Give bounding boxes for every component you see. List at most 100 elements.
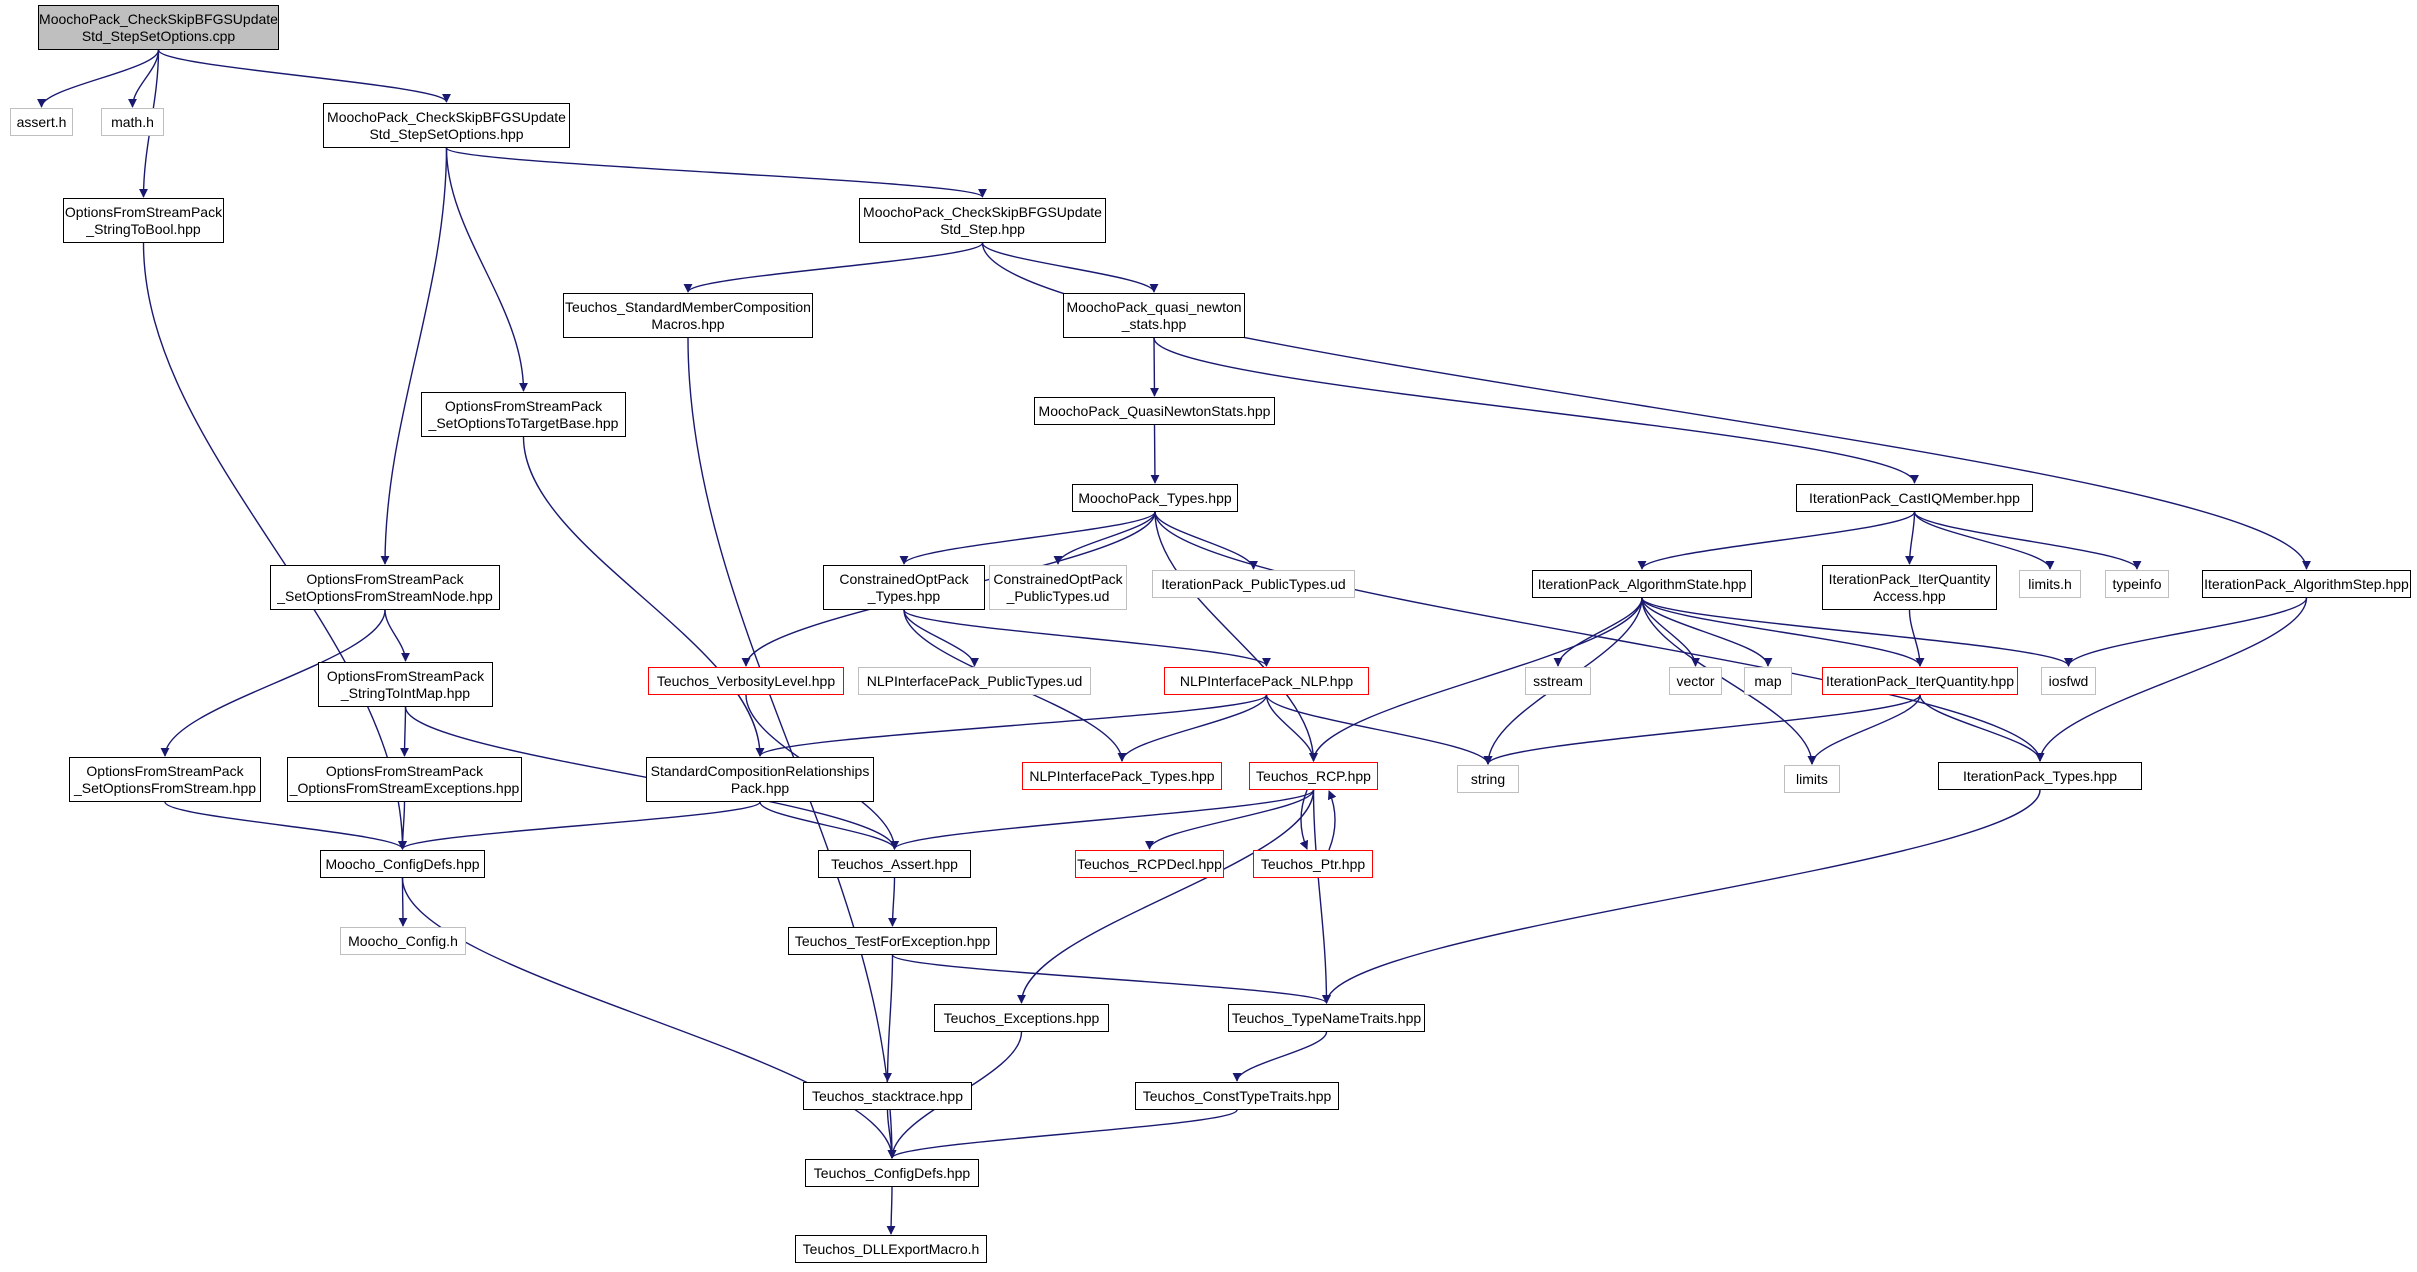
node-qnstats2[interactable]: MoochoPack_QuasiNewtonStats.hpp (1034, 397, 1275, 425)
node-ptr[interactable]: Teuchos_Ptr.hpp (1253, 850, 1373, 878)
edge-castiq-to-iqaccess (1905, 511, 1916, 565)
edge-algstate-to-iosfwd (1641, 597, 2073, 667)
edge-mtypes-to-rcp (1154, 511, 1318, 762)
edge-nlp-to-string (1265, 694, 1493, 765)
edge-stephpp-to-qnstats (981, 242, 1159, 293)
edge-scrp-to-mconfdefs (398, 801, 761, 850)
edge-algstate-to-iterq (1641, 597, 1925, 667)
node-qnstats[interactable]: MoochoPack_quasi_newton _stats.hpp (1063, 293, 1245, 338)
node-coptpub[interactable]: ConstrainedOptPack _PublicTypes.ud (989, 565, 1127, 610)
edge-algstate-to-map (1641, 597, 1773, 667)
node-setnode[interactable]: OptionsFromStreamPack _SetOptionsFromStr… (270, 565, 500, 610)
node-nlppub[interactable]: NLPInterfacePack_PublicTypes.ud (858, 667, 1091, 695)
edge-nlp-to-nlptypes (1117, 694, 1268, 762)
node-copttypes[interactable]: ConstrainedOptPack _Types.hpp (823, 565, 985, 610)
node-map[interactable]: map (1744, 667, 1792, 695)
node-tassert[interactable]: Teuchos_Assert.hpp (818, 850, 971, 878)
node-vector[interactable]: vector (1669, 667, 1722, 695)
node-strtobool[interactable]: OptionsFromStreamPack _StringToBool.hpp (63, 198, 224, 243)
edge-ofsexc-to-mconfdefs (398, 801, 408, 850)
edge-mtypes-to-coptpub (1053, 511, 1156, 565)
node-ofsexc[interactable]: OptionsFromStreamPack _OptionsFromStream… (287, 757, 522, 802)
node-limitsh[interactable]: limits.h (2019, 570, 2081, 598)
edge-nlp-to-rcp (1265, 694, 1318, 762)
edge-rcp-to-tassert (890, 789, 1315, 850)
node-scrp[interactable]: StandardCompositionRelationships Pack.hp… (646, 757, 874, 802)
edge-qnstats-to-qnstats2 (1149, 337, 1159, 397)
edge-tassert-to-testfor (888, 877, 898, 927)
edge-algstate-to-rcp (1309, 597, 1643, 762)
edge-stdmem-to-tconf (687, 337, 897, 1159)
node-stephpp[interactable]: MoochoPack_CheckSkipBFGSUpdate Std_Step.… (859, 198, 1106, 243)
node-mtypes[interactable]: MoochoPack_Types.hpp (1072, 484, 1238, 512)
node-nlp[interactable]: NLPInterfacePack_NLP.hpp (1164, 667, 1369, 695)
node-dll[interactable]: Teuchos_DLLExportMacro.h (795, 1235, 987, 1263)
edge-opthpp-to-setnode (380, 147, 448, 565)
node-texc[interactable]: Teuchos_Exceptions.hpp (934, 1004, 1109, 1032)
edge-algstate-to-sstream (1553, 597, 1643, 667)
edge-copttypes-to-nlppub (903, 609, 979, 667)
node-root[interactable]: MoochoPack_CheckSkipBFGSUpdate Std_StepS… (38, 5, 279, 50)
edge-mconfdefs-to-tconf (401, 877, 897, 1159)
edge-castiq-to-limitsh (1913, 511, 2055, 570)
node-setstream[interactable]: OptionsFromStreamPack _SetOptionsFromStr… (69, 757, 261, 802)
edge-setnode-to-strtoint (384, 609, 410, 662)
node-testfor[interactable]: Teuchos_TestForException.hpp (788, 927, 997, 955)
node-mconfdefs[interactable]: Moocho_ConfigDefs.hpp (320, 850, 485, 878)
node-consttt[interactable]: Teuchos_ConstTypeTraits.hpp (1135, 1082, 1339, 1110)
edge-settarget-to-scrp (522, 436, 765, 757)
node-tname[interactable]: Teuchos_TypeNameTraits.hpp (1228, 1004, 1425, 1032)
node-tconf[interactable]: Teuchos_ConfigDefs.hpp (805, 1159, 979, 1187)
node-rcpdecl[interactable]: Teuchos_RCPDecl.hpp (1075, 850, 1224, 878)
node-settarget[interactable]: OptionsFromStreamPack _SetOptionsToTarge… (421, 392, 626, 437)
edge-algstate-to-limits (1641, 597, 1817, 765)
edge-algstep-to-ittypes (2035, 597, 2308, 762)
edge-iterq-to-ittypes (1919, 694, 2045, 762)
node-iterq[interactable]: IterationPack_IterQuantity.hpp (1822, 667, 2018, 695)
edge-stephpp-to-algstep (981, 242, 2311, 570)
edge-mtypes-to-copttypes (899, 511, 1156, 565)
edge-iterq-to-string (1483, 694, 1921, 765)
edge-castiq-to-typeinfo (1913, 511, 2142, 570)
edge-tconf-to-dll (886, 1186, 896, 1235)
edge-setstream-to-mconfdefs (164, 801, 407, 850)
node-iosfwd[interactable]: iosfwd (2041, 667, 2096, 695)
node-verb[interactable]: Teuchos_VerbosityLevel.hpp (648, 667, 844, 695)
edge-ptr-to-rcp (1327, 790, 1337, 851)
edge-root-to-opthpp (157, 49, 451, 103)
node-rcp[interactable]: Teuchos_RCP.hpp (1249, 762, 1378, 790)
node-asserth[interactable]: assert.h (10, 108, 73, 136)
edge-testfor-to-stack (883, 954, 894, 1082)
edge-qnstats-to-castiq (1153, 337, 1919, 484)
edge-nlp-to-scrp (755, 694, 1268, 757)
node-mconfigh[interactable]: Moocho_Config.h (340, 927, 466, 955)
node-iqaccess[interactable]: IterationPack_IterQuantity Access.hpp (1822, 565, 1997, 610)
node-opthpp[interactable]: MoochoPack_CheckSkipBFGSUpdate Std_StepS… (323, 103, 570, 148)
node-algstep[interactable]: IterationPack_AlgorithmStep.hpp (2202, 570, 2411, 598)
node-string[interactable]: string (1457, 765, 1519, 793)
node-stdmem[interactable]: Teuchos_StandardMemberComposition Macros… (563, 293, 813, 338)
edge-castiq-to-algstate (1637, 511, 1916, 570)
node-castiq[interactable]: IterationPack_CastIQMember.hpp (1796, 484, 2033, 512)
edge-algstep-to-iosfwd (2064, 597, 2308, 667)
node-nlptypes[interactable]: NLPInterfacePack_Types.hpp (1022, 762, 1222, 790)
node-sstream[interactable]: sstream (1525, 667, 1591, 695)
edge-consttt-to-tconf (887, 1109, 1238, 1159)
edge-qnstats2-to-mtypes (1150, 424, 1160, 484)
edge-copttypes-to-nlp (903, 609, 1271, 667)
edge-rcp-to-tname (1312, 789, 1331, 1004)
node-mathh[interactable]: math.h (101, 108, 164, 136)
node-strtoint[interactable]: OptionsFromStreamPack _StringToIntMap.hp… (318, 662, 493, 707)
node-ittypes[interactable]: IterationPack_Types.hpp (1938, 762, 2142, 790)
node-limits[interactable]: limits (1784, 765, 1840, 793)
node-algstate[interactable]: IterationPack_AlgorithmState.hpp (1532, 570, 1752, 598)
edge-scrp-to-tassert (759, 801, 899, 850)
node-typeinfo[interactable]: typeinfo (2105, 570, 2169, 598)
edge-opthpp-to-stephpp (445, 147, 987, 198)
node-itpub[interactable]: IterationPack_PublicTypes.ud (1152, 570, 1355, 598)
edge-root-to-asserth (37, 49, 160, 108)
node-stack[interactable]: Teuchos_stacktrace.hpp (803, 1082, 972, 1110)
edge-iqaccess-to-iterq (1908, 609, 1925, 667)
